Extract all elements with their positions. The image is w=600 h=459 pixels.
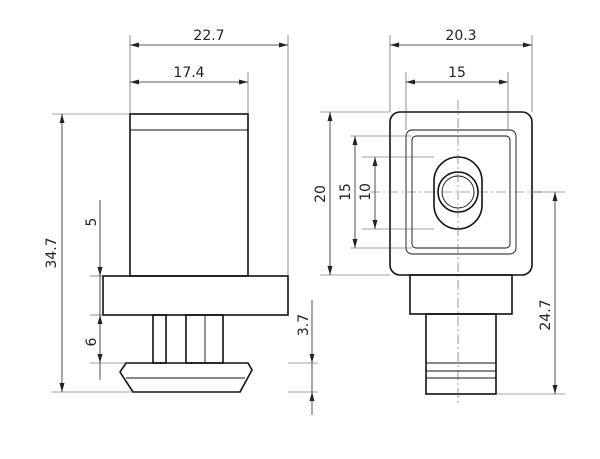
dimension-34-7: 34.7 (44, 114, 65, 392)
dimension-17-4: 17.4 (130, 65, 248, 85)
side-view-part-outline (102, 113, 289, 393)
dim-label-22-7: 22.7 (193, 28, 224, 44)
front-view: 20.3 15 20 15 10 (313, 28, 565, 405)
dimension-10: 10 (358, 157, 378, 229)
dimension-3-7: 3.7 (296, 300, 315, 415)
side-view-extension-lines (52, 35, 318, 393)
dimension-22-7: 22.7 (130, 28, 288, 48)
dim-label-34-7: 34.7 (44, 237, 60, 268)
dim-label-3-7: 3.7 (296, 314, 312, 336)
dim-label-20-3: 20.3 (445, 28, 476, 44)
dimension-15-horizontal: 15 (406, 65, 508, 85)
dimension-5: 5 (84, 200, 103, 330)
front-view-center-lines (370, 100, 545, 405)
front-view-extension-lines (320, 35, 565, 395)
dimension-15-vertical: 15 (338, 136, 358, 248)
dim-label-5: 5 (84, 218, 100, 227)
dim-label-24-7: 24.7 (538, 299, 554, 330)
dimension-20-3: 20.3 (390, 28, 532, 48)
dim-label-10: 10 (358, 183, 374, 201)
dimension-24-7: 24.7 (538, 192, 558, 394)
dim-label-6: 6 (84, 337, 100, 346)
side-view: 22.7 17.4 34.7 5 6 (44, 28, 318, 415)
dim-label-17-4: 17.4 (173, 65, 204, 81)
dim-label-15-horizontal: 15 (448, 65, 466, 81)
dimension-20: 20 (313, 112, 333, 275)
dim-label-20: 20 (313, 185, 329, 203)
front-view-part-outline (389, 111, 533, 395)
dimension-6: 6 (84, 330, 103, 380)
dim-label-15-vertical: 15 (338, 183, 354, 201)
